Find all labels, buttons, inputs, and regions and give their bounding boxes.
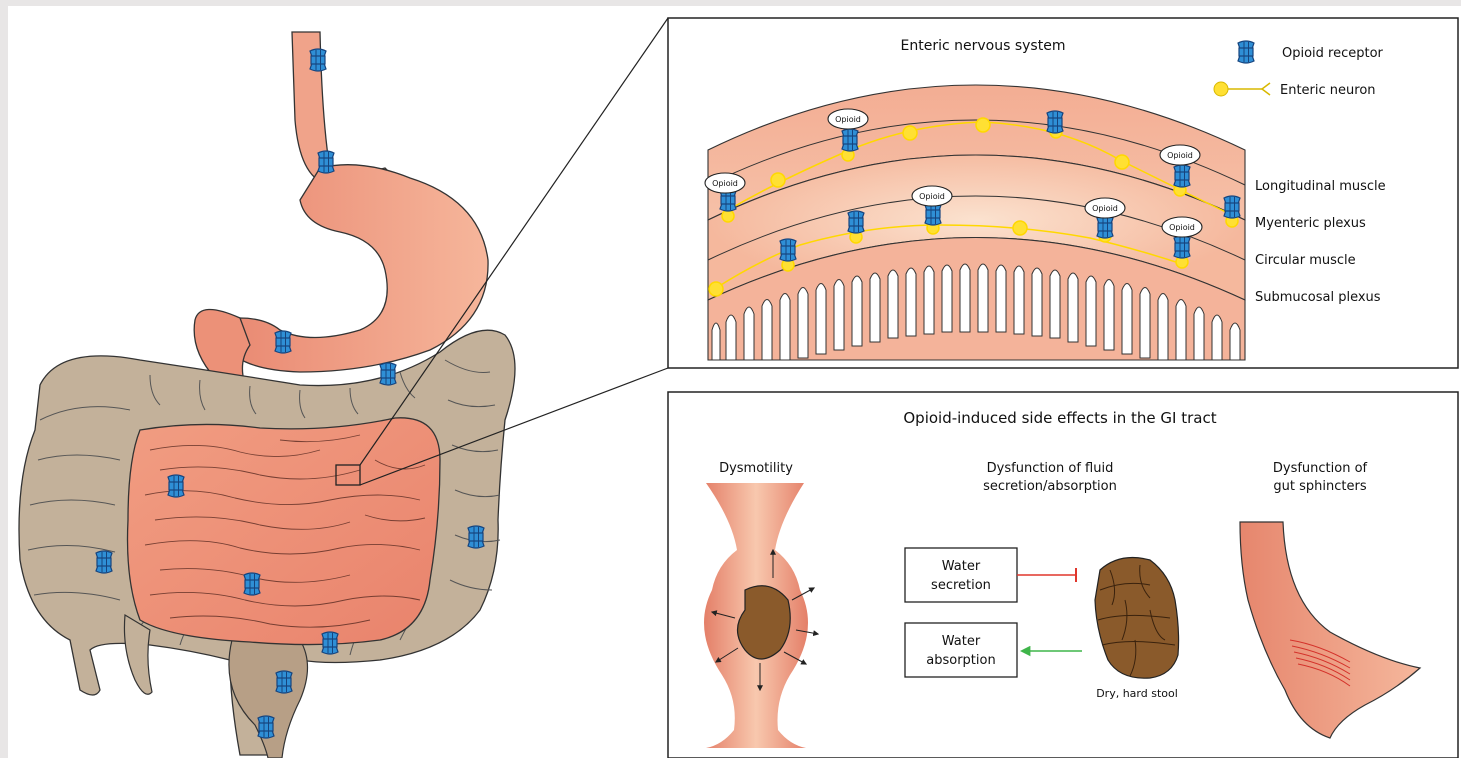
water-absorption-box — [905, 623, 1017, 677]
panel-receptor-5 — [1224, 196, 1240, 218]
label-circular-muscle: Circular muscle — [1255, 253, 1356, 268]
sphincter-label-line1: Dysfunction of — [1273, 461, 1368, 476]
receptor-colon-descending — [468, 526, 484, 548]
panel-receptor-4 — [1174, 165, 1190, 187]
side-effects-title: Opioid-induced side effects in the GI tr… — [903, 409, 1216, 427]
water-absorption-line1: Water — [942, 634, 981, 649]
receptor-colon-ascending — [96, 551, 112, 573]
fluid-label-line2: secretion/absorption — [983, 479, 1117, 494]
receptor-stomach — [275, 331, 291, 353]
panel-receptor-7 — [848, 211, 864, 233]
enteric-panel: Opioid Opioid Opioid Opioid Opioid Opioi… — [668, 18, 1458, 368]
opioid-receptor-icon — [1238, 41, 1254, 63]
opioid-tag-3: Opioid — [1167, 151, 1193, 160]
stomach — [222, 165, 488, 372]
opioid-tag-5: Opioid — [1092, 204, 1118, 213]
receptor-small-intestine-left — [168, 475, 184, 497]
opioid-tag-2: Opioid — [835, 115, 861, 124]
receptor-esophagus-upper — [310, 49, 326, 71]
small-intestine — [128, 418, 441, 645]
sphincter-label-line2: gut sphincters — [1273, 479, 1366, 494]
label-submucosal-plexus: Submucosal plexus — [1255, 290, 1381, 305]
legend-receptor-label: Opioid receptor — [1282, 46, 1384, 61]
label-myenteric-plexus: Myenteric plexus — [1255, 216, 1366, 231]
panel-receptor-2 — [842, 129, 858, 151]
opioid-tag-1: Opioid — [712, 179, 738, 188]
panel-receptor-3 — [1047, 111, 1063, 133]
esophagus — [292, 32, 392, 185]
water-secretion-box — [905, 548, 1017, 602]
receptor-anus — [258, 716, 274, 738]
gi-tract-anatomy — [19, 32, 515, 758]
gut-wall-cross-section: Opioid Opioid Opioid Opioid Opioid Opioi… — [705, 85, 1245, 360]
stool-label: Dry, hard stool — [1096, 687, 1178, 700]
water-secretion-line1: Water — [942, 559, 981, 574]
dysmotility-label: Dysmotility — [719, 461, 793, 476]
receptor-colon-transverse — [380, 363, 396, 385]
panel-receptor-9 — [780, 239, 796, 261]
fluid-label-line1: Dysfunction of fluid — [987, 461, 1114, 476]
opioid-tag-6: Opioid — [1169, 223, 1195, 232]
receptor-esophagus-lower — [318, 151, 334, 173]
enteric-panel-title: Enteric nervous system — [901, 38, 1066, 54]
water-secretion-line2: secretion — [931, 578, 991, 593]
water-absorption-line2: absorption — [926, 653, 995, 668]
receptor-rectum — [276, 671, 292, 693]
receptor-small-intestine-center — [244, 573, 260, 595]
panel-receptor-8 — [1097, 216, 1113, 238]
receptor-sigmoid — [322, 632, 338, 654]
opioid-tag-4: Opioid — [919, 192, 945, 201]
legend-neuron-label: Enteric neuron — [1280, 83, 1376, 98]
panel-receptor-10 — [1174, 236, 1190, 258]
side-effects-panel: Opioid-induced side effects in the GI tr… — [668, 392, 1458, 758]
label-longitudinal-muscle: Longitudinal muscle — [1255, 179, 1386, 194]
